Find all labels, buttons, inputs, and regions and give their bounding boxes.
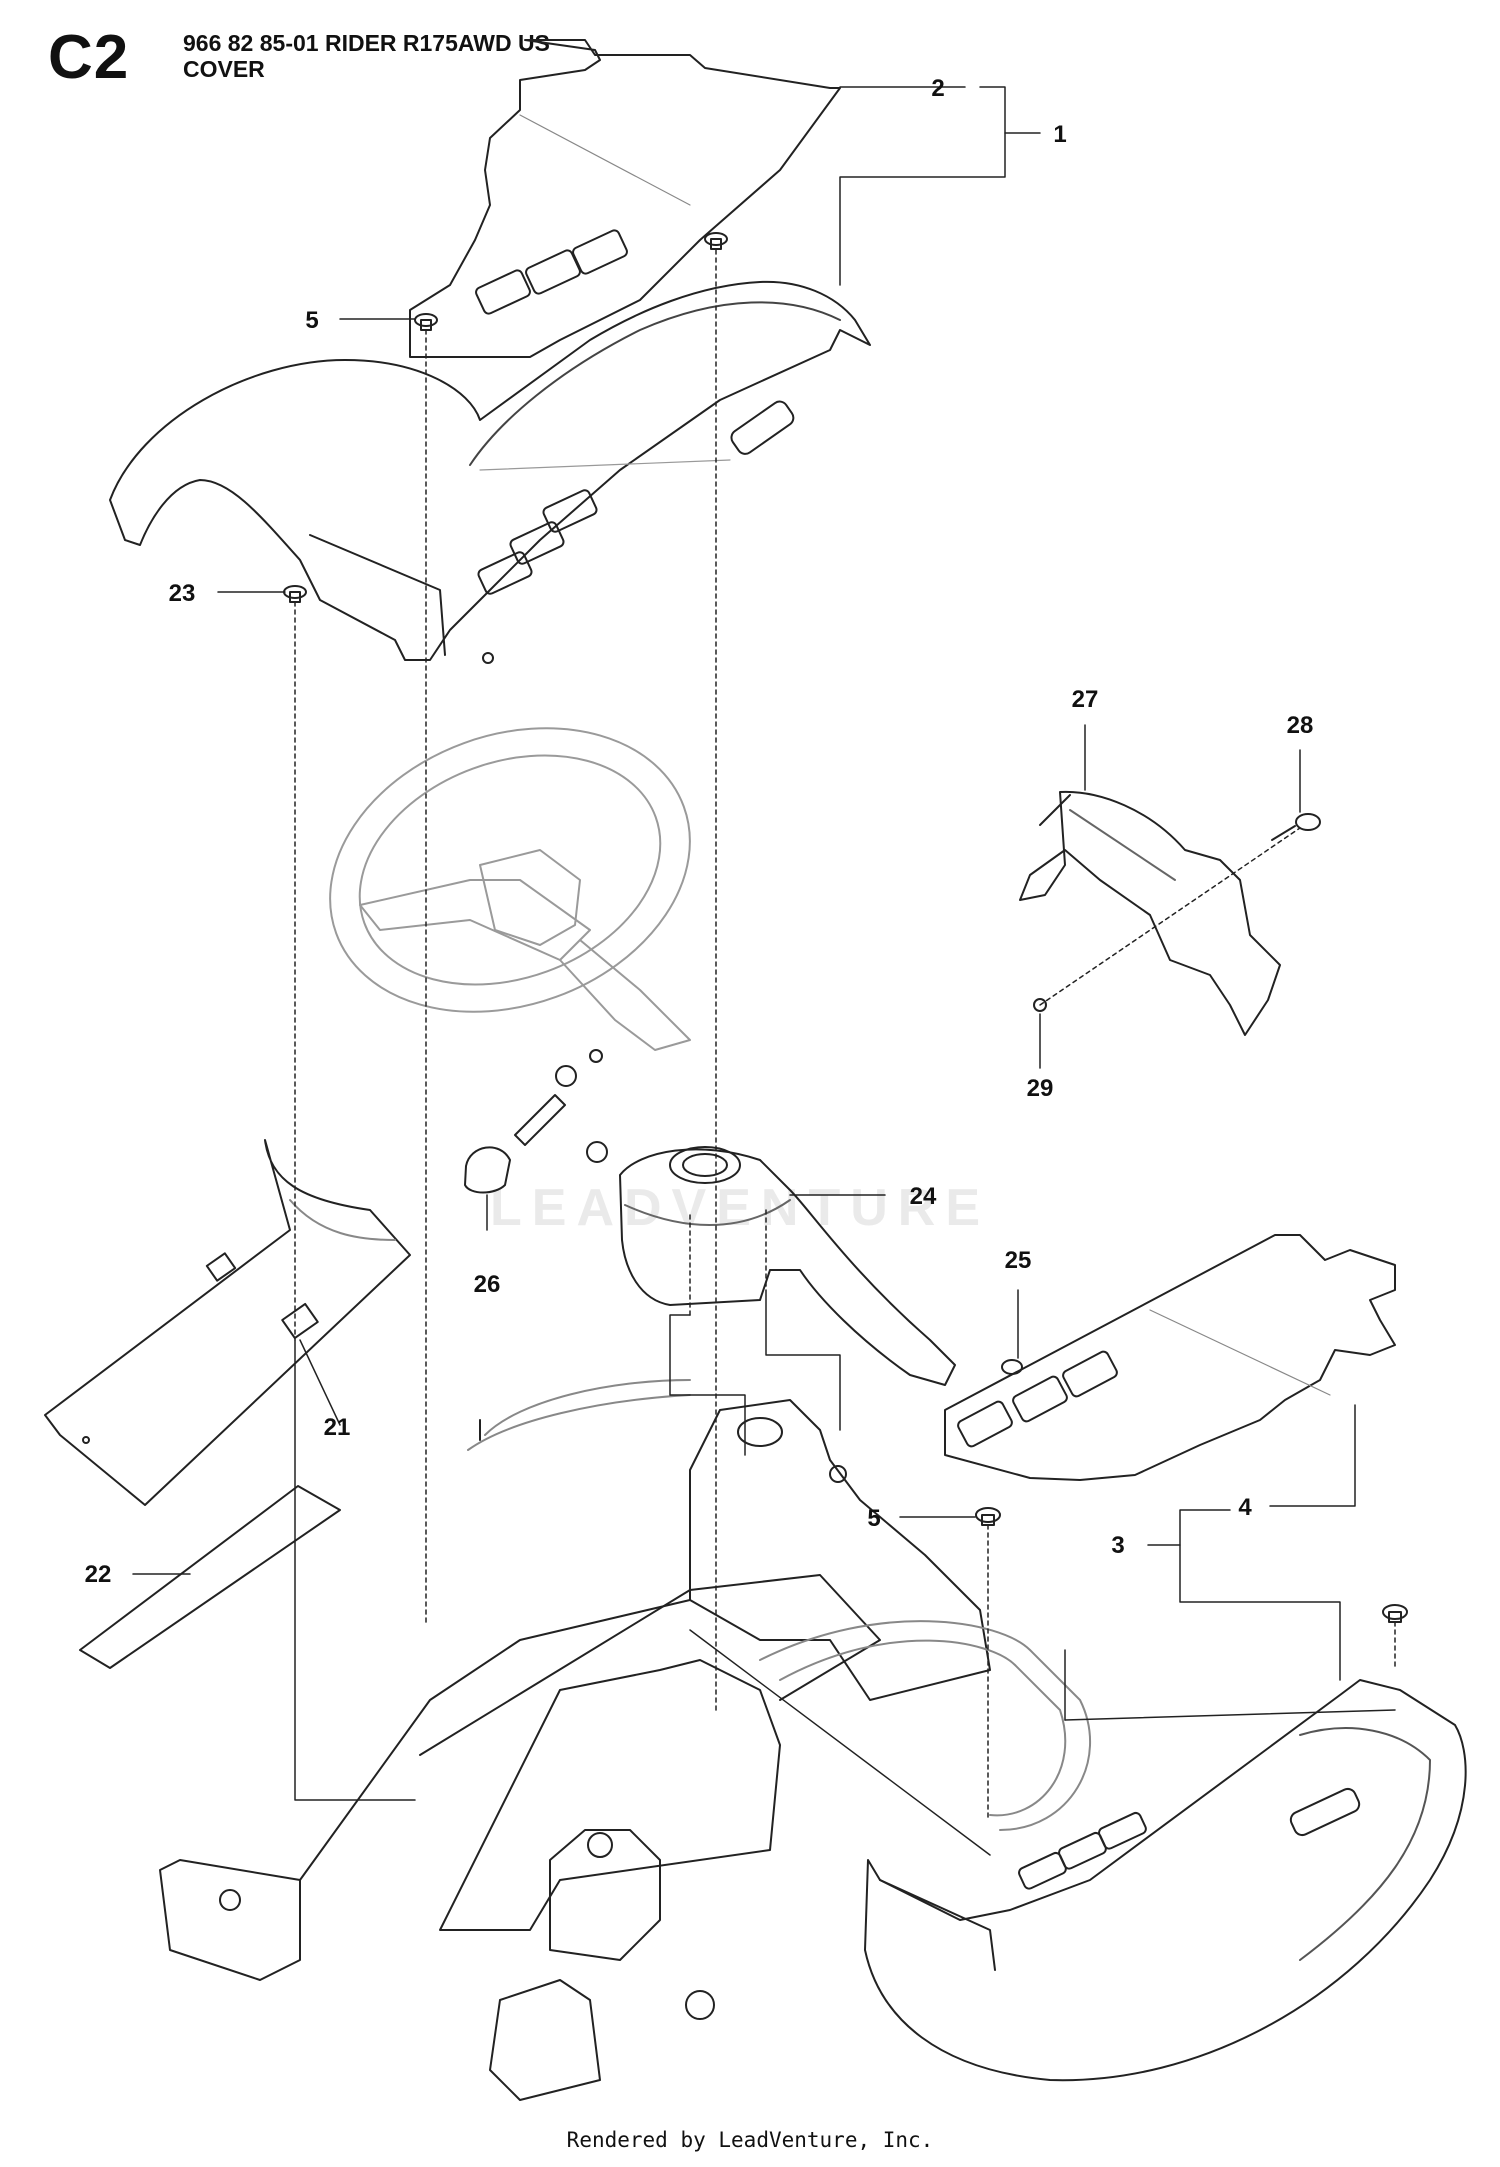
part-29-washer <box>1033 998 1047 1012</box>
callout-3: 3 <box>1111 1532 1124 1559</box>
callout-1: 1 <box>1053 121 1066 148</box>
callout-27: 27 <box>1072 686 1099 713</box>
callout-4: 4 <box>1238 1494 1252 1521</box>
screw-23 <box>283 585 307 603</box>
model-title: 966 82 85-01 RIDER R175AWD US <box>183 30 550 56</box>
part-26-cap <box>464 1146 511 1194</box>
callout-21: 21 <box>324 1414 351 1441</box>
part-27-bracket <box>1019 790 1281 1036</box>
callout-5-bottom: 5 <box>867 1505 880 1532</box>
callout-28: 28 <box>1287 712 1314 739</box>
callout-24: 24 <box>910 1183 937 1210</box>
screw-25 <box>1001 1359 1023 1375</box>
diagram-code: C2 <box>48 23 130 92</box>
part-2-upper-mat <box>409 39 841 358</box>
alignment-lines <box>294 249 1396 1821</box>
callout-labels: 1 2 3 4 5 5 21 22 23 24 25 26 27 28 29 <box>85 75 1314 1588</box>
steering-wheel <box>329 727 691 1051</box>
part-4-lower-mat <box>944 1234 1396 1481</box>
column-bolt <box>514 1049 603 1146</box>
part-24-column-cover <box>586 1141 956 1386</box>
screw-5-upper <box>414 313 438 331</box>
screw-5-lower <box>975 1507 1001 1526</box>
callout-22: 22 <box>85 1561 112 1588</box>
part-22-strip <box>79 1485 341 1669</box>
footer-credit: Rendered by LeadVenture, Inc. <box>566 2128 934 2152</box>
projection-lines <box>294 1289 1396 1856</box>
callout-29: 29 <box>1027 1075 1054 1102</box>
callout-2: 2 <box>931 75 944 102</box>
part-21-left-cover <box>44 1139 411 1506</box>
callout-23: 23 <box>169 580 196 607</box>
callout-5-top: 5 <box>305 307 318 334</box>
steering-frame <box>159 1399 991 2101</box>
part-1-upper-cover <box>109 280 871 664</box>
screw-lower-right <box>1382 1604 1408 1623</box>
section-title: COVER <box>183 56 265 82</box>
leader-lines <box>132 86 1356 1681</box>
callout-25: 25 <box>1005 1247 1032 1274</box>
part-28-pin <box>1271 813 1321 841</box>
part-3-lower-cover <box>864 1679 1467 2082</box>
screw-upper-right <box>704 232 728 250</box>
callout-26: 26 <box>474 1271 501 1298</box>
watermark: LEADVENTURE <box>490 1179 991 1237</box>
tube-frame <box>467 1379 1091 1831</box>
